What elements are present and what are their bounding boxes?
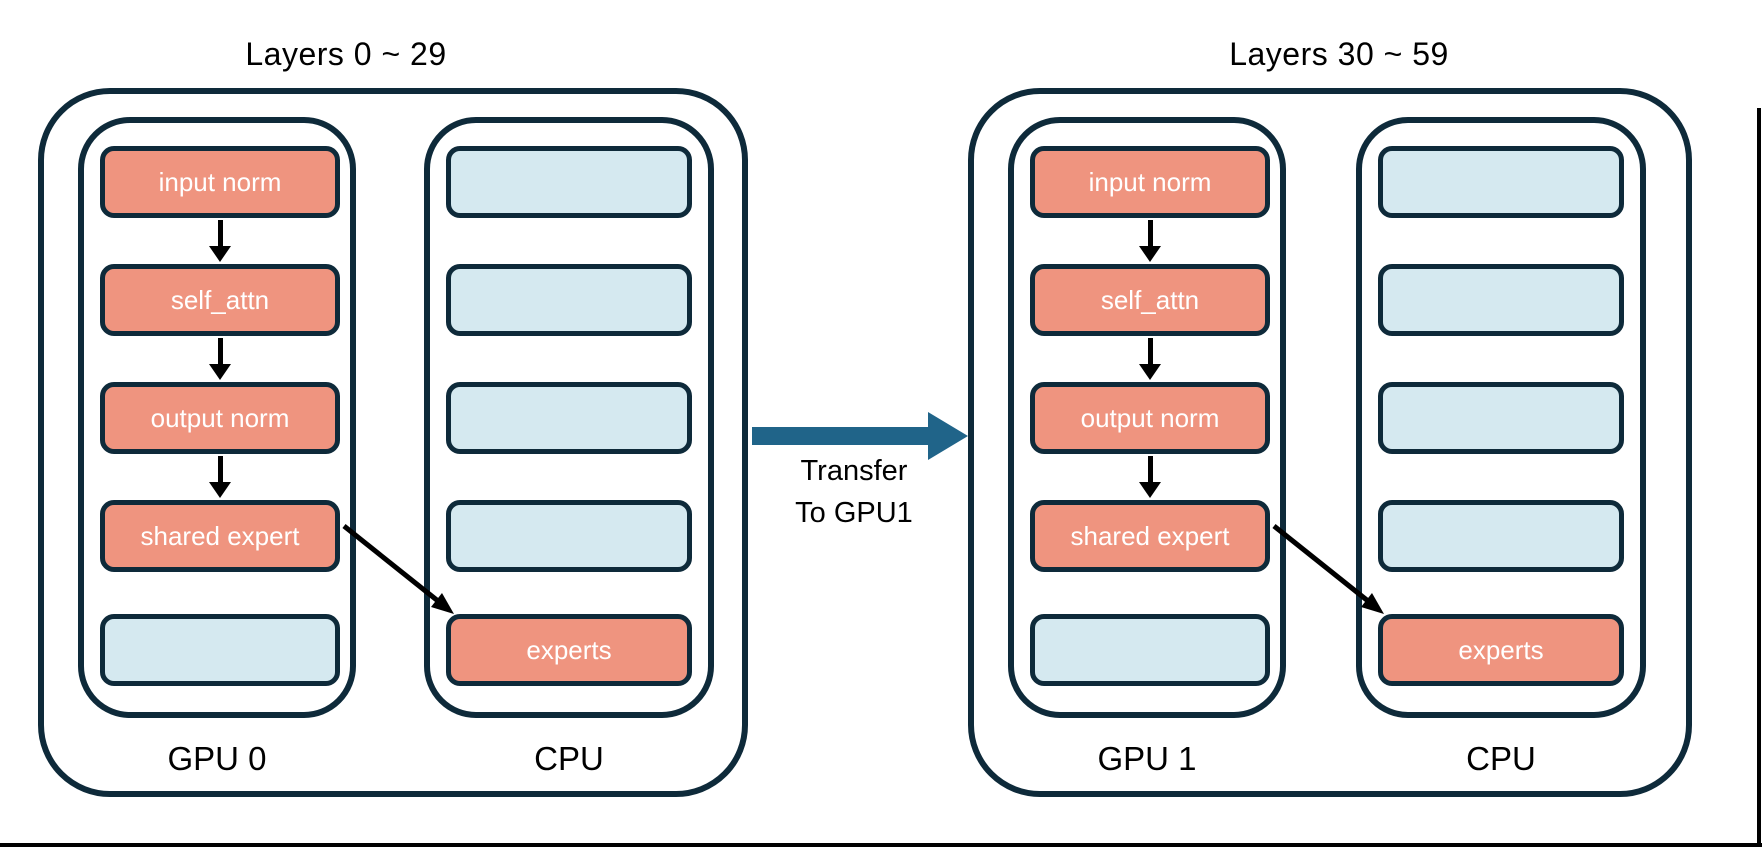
- transfer-label-line1: Transfer: [800, 455, 908, 487]
- transfer-label-line2: To GPU1: [795, 497, 913, 529]
- down-arrow-icon: [209, 338, 231, 380]
- shared-expert-block: shared expert: [100, 500, 340, 572]
- transfer-arrow-icon: [752, 427, 930, 445]
- empty-block: [446, 500, 692, 572]
- input-norm-block: input norm: [100, 146, 340, 218]
- empty-block: [1378, 382, 1624, 454]
- empty-block: [1378, 264, 1624, 336]
- bottom-border-line: [0, 843, 1762, 847]
- down-arrow-icon: [209, 220, 231, 262]
- down-arrow-icon: [1139, 338, 1161, 380]
- empty-block: [1378, 500, 1624, 572]
- experts-block: experts: [1378, 614, 1624, 686]
- down-arrow-icon: [1139, 220, 1161, 262]
- down-arrow-icon: [1139, 456, 1161, 498]
- empty-block: [446, 382, 692, 454]
- group-title-layers-30-59: Layers 30 ~ 59: [1229, 36, 1449, 72]
- cpu-label-right: CPU: [1466, 740, 1536, 777]
- empty-block: [446, 146, 692, 218]
- gpu1-label: GPU 1: [1097, 740, 1197, 777]
- output-norm-block: output norm: [100, 382, 340, 454]
- transfer-arrowhead-icon: [928, 412, 968, 460]
- route-to-experts-arrow-icon: [1272, 524, 1384, 614]
- empty-block: [446, 264, 692, 336]
- down-arrow-icon: [209, 456, 231, 498]
- empty-block: [1030, 614, 1270, 686]
- gpu0-label: GPU 0: [167, 740, 267, 777]
- right-border-line: [1757, 108, 1761, 847]
- self-attn-block: self_attn: [100, 264, 340, 336]
- shared-expert-block: shared expert: [1030, 500, 1270, 572]
- empty-block: [100, 614, 340, 686]
- experts-block: experts: [446, 614, 692, 686]
- group-title-layers-0-29: Layers 0 ~ 29: [245, 36, 447, 72]
- cpu-label-left: CPU: [534, 740, 604, 777]
- output-norm-block: output norm: [1030, 382, 1270, 454]
- transfer-label: Transfer To GPU1: [748, 450, 960, 534]
- self-attn-block: self_attn: [1030, 264, 1270, 336]
- input-norm-block: input norm: [1030, 146, 1270, 218]
- empty-block: [1378, 146, 1624, 218]
- route-to-experts-arrow-icon: [342, 524, 454, 614]
